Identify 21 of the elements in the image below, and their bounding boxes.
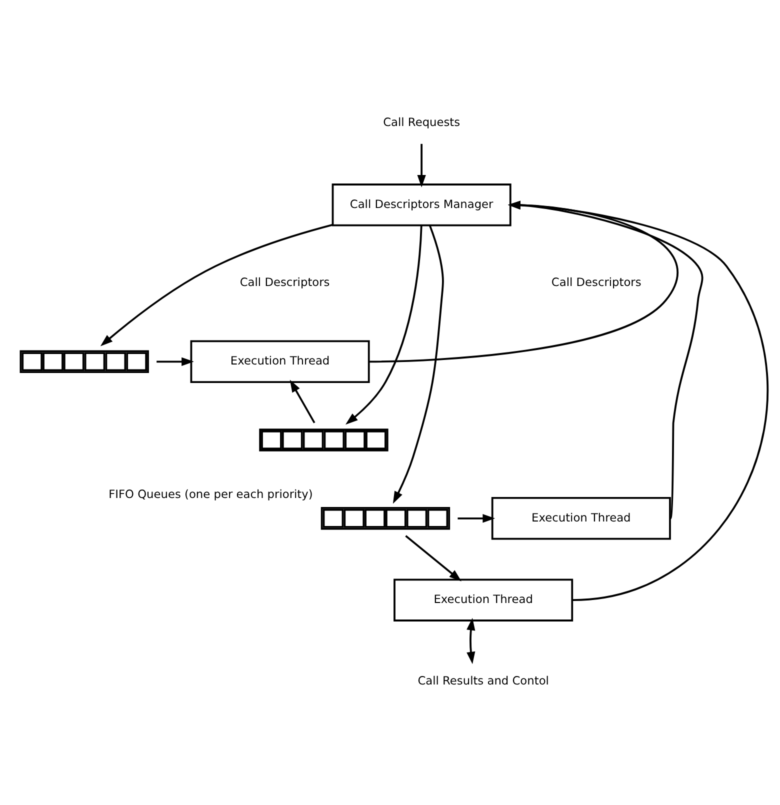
node-box: Execution Thread xyxy=(394,578,574,622)
arrow xyxy=(100,224,333,346)
arrow xyxy=(156,357,194,366)
node-box: Call Descriptors Manager xyxy=(332,184,512,226)
node-text: Call Results and Contol xyxy=(418,674,549,688)
arrow xyxy=(405,535,462,582)
arrow xyxy=(345,225,422,425)
arrow xyxy=(508,200,704,519)
arrow xyxy=(290,380,316,424)
label: Call Descriptors xyxy=(240,275,330,290)
label: Call Descriptors xyxy=(551,275,642,290)
node-box: Execution Thread xyxy=(491,497,671,540)
arrow xyxy=(417,144,426,188)
node-box: Execution Thread xyxy=(190,340,370,384)
arrow xyxy=(508,200,768,602)
node-text: Call Requests xyxy=(383,115,460,130)
arrow xyxy=(458,514,496,523)
arrow xyxy=(392,225,444,504)
arrow xyxy=(369,200,678,363)
arrow xyxy=(466,618,476,664)
node-label: FIFO Queues (one per each priority) xyxy=(108,487,313,502)
